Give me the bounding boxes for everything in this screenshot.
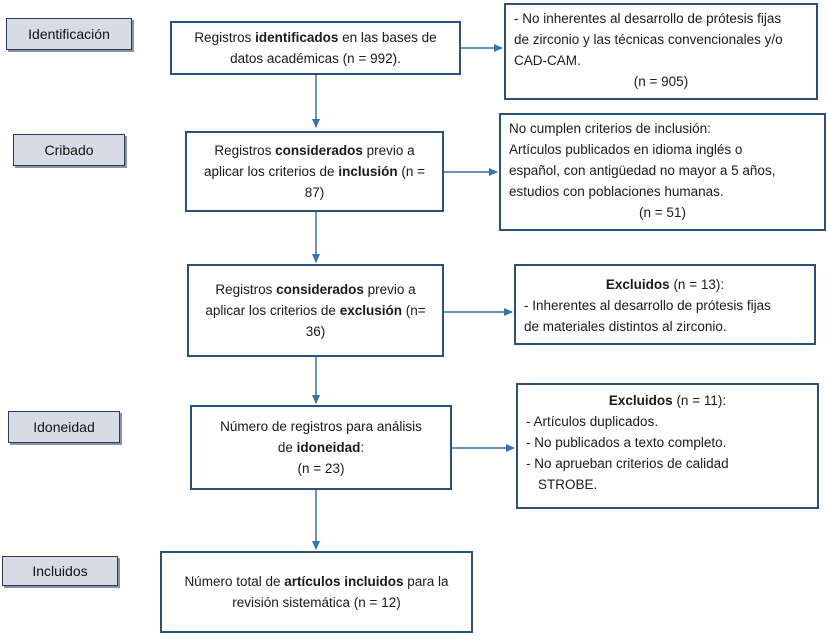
- stage-label-text: Incluidos: [32, 563, 88, 579]
- stage-label-idoneidad: Idoneidad: [8, 411, 120, 443]
- included-articles-box: Número total de artículos incluidos para…: [160, 551, 473, 633]
- stage-label-identificacion: Identificación: [6, 18, 132, 50]
- screening-inclusion-box: Registros considerados previo a aplicar …: [185, 131, 444, 212]
- stage-label-incluidos: Incluidos: [2, 556, 118, 586]
- excluded-box-exclusion-criteria: Excluidos (n = 13): - Inherentes al desa…: [514, 264, 816, 345]
- screening-exclusion-box: Registros considerados previo a aplicar …: [187, 264, 444, 357]
- excluded-box-identification: - No inherentes al desarrollo de prótesi…: [504, 3, 818, 100]
- identified-records-box: Registros identificados en las bases de …: [170, 21, 461, 75]
- excluded-box-inclusion-criteria: No cumplen criterios de inclusión: Artíc…: [499, 113, 826, 231]
- eligibility-box: Número de registros para análisis de ido…: [190, 405, 452, 490]
- stage-label-cribado: Cribado: [13, 134, 125, 166]
- stage-label-text: Identificación: [28, 26, 110, 42]
- stage-label-text: Cribado: [44, 142, 94, 158]
- excluded-box-eligibility: Excluidos (n = 11): - Artículos duplicad…: [516, 383, 819, 509]
- stage-label-text: Idoneidad: [33, 419, 95, 435]
